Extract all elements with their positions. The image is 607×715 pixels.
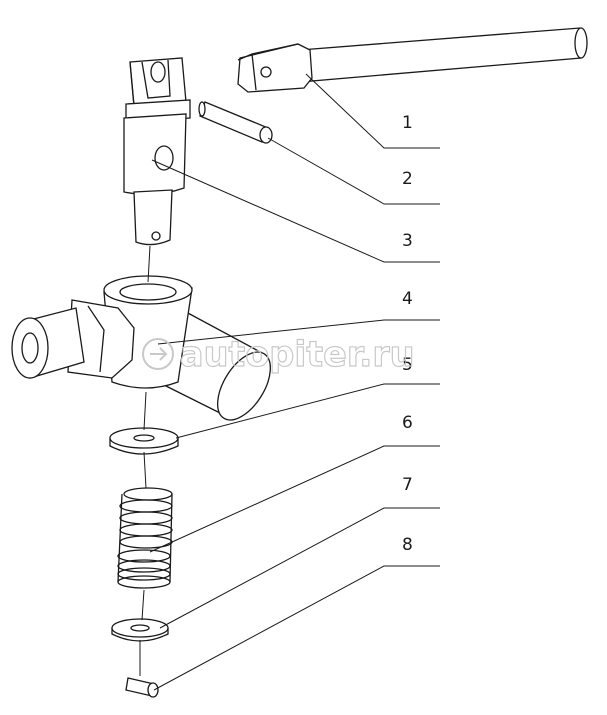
callout-3: 3 [402,231,413,251]
leader-7 [159,507,440,629]
leader-lines [149,73,440,691]
callout-7: 7 [402,475,413,495]
leader-2 [267,137,440,205]
part-1-lever [237,27,588,93]
part-7-washer [111,618,169,642]
callout-2: 2 [402,169,413,189]
watermark-logo-icon [142,338,174,370]
leader-8 [153,565,440,691]
leader-5 [175,383,440,439]
callout-5: 5 [402,355,413,375]
part-6-spring [117,487,173,589]
watermark: autopiter.ru [142,334,415,376]
callout-8: 8 [402,535,413,555]
assembly-axis [139,245,151,676]
part-2-pin [198,101,273,144]
part-3-valve-stem [123,57,191,246]
leader-1 [305,73,440,149]
part-8-split-pin [125,677,159,698]
leader-6 [149,445,440,553]
callout-6: 6 [402,413,413,433]
leader-3 [151,159,440,263]
watermark-text: autopiter.ru [180,335,415,375]
leader-4 [157,319,440,345]
part-4-valve-body [11,275,271,421]
part-5-washer [109,427,179,455]
callout-4: 4 [402,289,413,309]
callout-1: 1 [402,113,413,133]
